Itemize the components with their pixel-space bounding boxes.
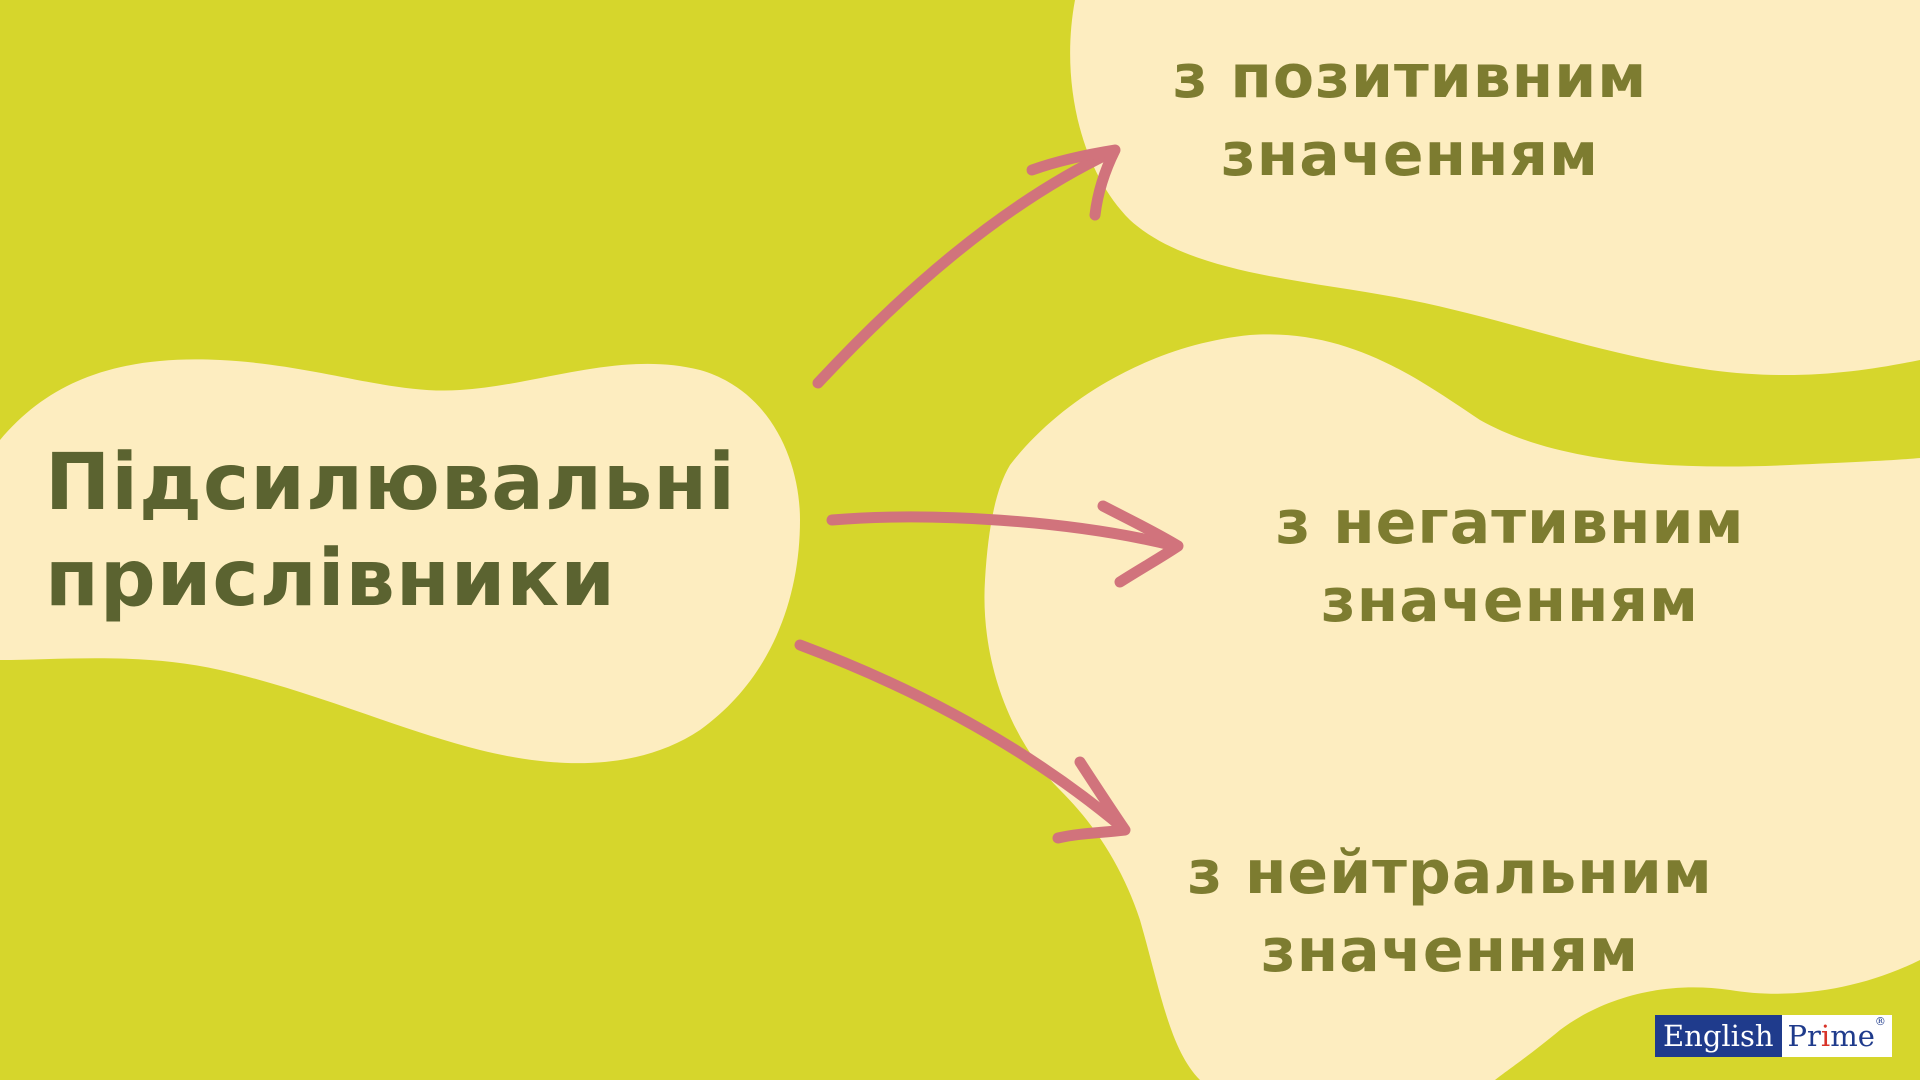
branch-negative-line-2: значенням bbox=[1320, 566, 1700, 636]
blob-main bbox=[0, 359, 800, 764]
branch-neutral-line-2: значенням bbox=[1260, 916, 1640, 986]
main-topic-label: Підсилювальні прислівники bbox=[45, 435, 736, 627]
logo-prime-part: Prime® bbox=[1781, 1015, 1892, 1057]
branch-negative-line-1: з негативним bbox=[1275, 488, 1745, 558]
main-topic-line-2: прислівники bbox=[45, 534, 616, 624]
logo-prime-end: me bbox=[1830, 1019, 1875, 1053]
arrow-to-neutral bbox=[794, 639, 1129, 834]
branch-positive-label: з позитивним значенням bbox=[1130, 38, 1690, 194]
branch-positive-line-2: значенням bbox=[1220, 120, 1600, 190]
branch-neutral-label: з нейтральним значенням bbox=[1160, 834, 1740, 990]
branch-negative-label: з негативним значенням bbox=[1230, 484, 1790, 640]
arrow-to-negative bbox=[826, 511, 1181, 552]
logo-registered-mark: ® bbox=[1874, 1015, 1886, 1028]
main-topic-line-1: Підсилювальні bbox=[45, 438, 736, 528]
arrowhead-negative bbox=[1097, 500, 1184, 588]
arrowhead-neutral bbox=[1052, 756, 1131, 844]
logo-prime-accent: i bbox=[1820, 1019, 1831, 1053]
branch-positive-line-1: з позитивним bbox=[1172, 42, 1648, 112]
branch-neutral-line-1: з нейтральним bbox=[1187, 838, 1713, 908]
blob-positive bbox=[1070, 0, 1920, 376]
english-prime-logo: English Prime® bbox=[1655, 1015, 1892, 1057]
logo-prime-start: Pr bbox=[1787, 1019, 1821, 1053]
blob-negative-neutral bbox=[984, 334, 1920, 1080]
arrow-to-positive bbox=[812, 146, 1118, 389]
logo-english-part: English bbox=[1655, 1015, 1782, 1057]
arrowhead-positive bbox=[1026, 144, 1121, 221]
